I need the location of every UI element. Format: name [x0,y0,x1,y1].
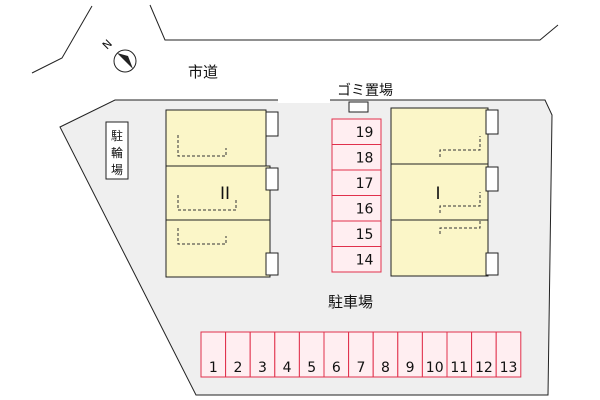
building-ii-label: II [220,184,230,204]
parking-space-label: 2 [233,360,242,376]
parking-space-17: 17 [331,169,382,196]
parking-space-label: 19 [356,125,374,141]
garbage-station [348,101,369,113]
parking-space-11: 11 [446,331,473,378]
parking-space-2: 2 [225,331,251,378]
bicycle-label-1: 駐 [111,128,123,143]
road-curb-top [149,4,559,41]
parking-space-label: 3 [258,360,267,376]
parking-space-9: 9 [397,331,423,378]
bicycle-parking: 駐 輪 場 [105,121,129,180]
north-arrow-icon: N [100,37,137,73]
bicycle-label-2: 輪 [111,145,123,160]
parking-space-label: 11 [450,360,468,376]
parking-space-label: 16 [356,202,374,218]
parking-space-label: 4 [283,360,292,376]
parking-space-label: 9 [406,360,415,376]
parking-space-19: 19 [331,118,382,145]
road-curb-left [31,5,93,74]
parking-space-label: 8 [381,360,390,376]
parking-space-5: 5 [298,331,325,378]
parking-space-1: 1 [200,331,227,378]
lot-entrance [278,97,330,103]
parking-space-label: 7 [356,360,365,376]
parking-space-label: 6 [332,360,341,376]
parking-space-4: 4 [274,331,300,378]
building-i-label: I [435,184,440,204]
building-ii: II [165,109,279,278]
parking-space-label: 5 [307,360,316,376]
parking-space-12: 12 [471,331,497,378]
parking-space-label: 15 [356,227,374,243]
parking-space-3: 3 [249,331,276,378]
parking-space-13: 13 [495,331,522,378]
parking-space-7: 7 [348,331,374,378]
building-i: I [390,107,499,277]
garbage-label: ゴミ置場 [337,82,393,99]
parking-space-6: 6 [323,331,350,378]
parking-space-14: 14 [331,246,382,273]
road-label: 市道 [188,63,218,81]
parking-space-label: 18 [356,151,374,167]
parking-space-label: 17 [356,176,374,192]
parking-space-label: 14 [356,253,374,269]
parking-center-group: 19 18 17 16 15 14 [331,118,382,273]
parking-space-16: 16 [331,195,382,222]
parking-space-label: 12 [475,360,493,376]
parking-space-label: 10 [426,360,444,376]
parking-space-8: 8 [372,331,399,378]
parking-label: 駐車場 [328,293,373,311]
parking-space-label: 1 [209,360,218,376]
bicycle-label-3: 場 [111,163,123,177]
parking-space-label: 13 [500,360,518,376]
parking-space-10: 10 [421,331,448,378]
parking-space-18: 18 [331,144,382,171]
north-arrow-letter: N [100,37,115,52]
parking-space-15: 15 [331,220,382,247]
